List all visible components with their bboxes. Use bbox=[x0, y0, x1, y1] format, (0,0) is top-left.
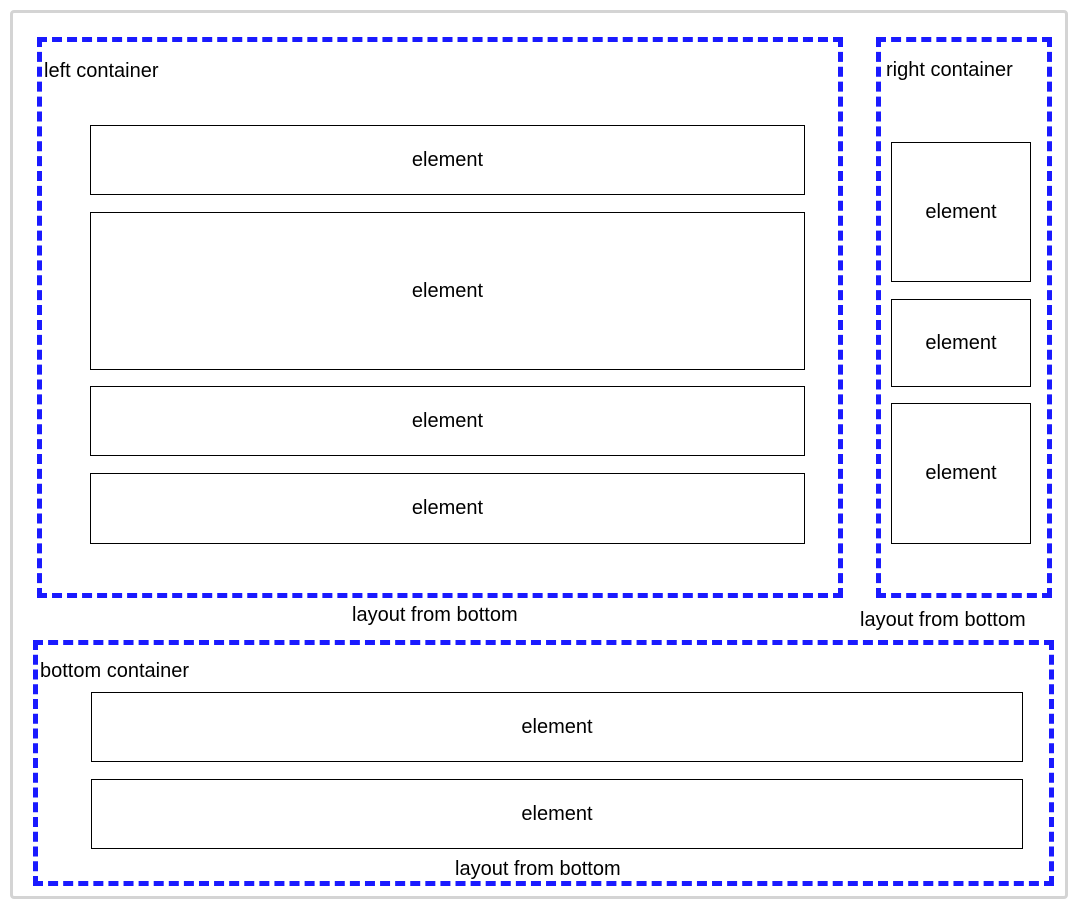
bottom-container bbox=[33, 640, 1054, 886]
left-container-layout-note: layout from bottom bbox=[352, 604, 518, 626]
bottom-element-2: element bbox=[91, 779, 1023, 849]
left-element-2: element bbox=[90, 212, 805, 370]
right-element-2: element bbox=[891, 299, 1031, 387]
element-label: element bbox=[925, 331, 997, 354]
right-container-label: right container bbox=[886, 59, 1013, 81]
left-container-label: left container bbox=[44, 60, 159, 82]
left-element-3: element bbox=[90, 386, 805, 456]
right-container bbox=[876, 37, 1052, 598]
right-container-layout-note: layout from bottom bbox=[860, 609, 1026, 631]
element-label: element bbox=[521, 715, 593, 738]
element-label: element bbox=[411, 497, 484, 519]
bottom-container-label: bottom container bbox=[40, 660, 189, 682]
bottom-container-layout-note: layout from bottom bbox=[455, 858, 621, 880]
right-element-1: element bbox=[891, 142, 1031, 282]
element-label: element bbox=[925, 200, 997, 223]
element-label: element bbox=[411, 279, 484, 302]
element-label: element bbox=[925, 462, 997, 484]
left-element-4: element bbox=[90, 473, 805, 544]
right-element-3: element bbox=[891, 403, 1031, 544]
element-label: element bbox=[521, 802, 593, 825]
element-label: element bbox=[411, 409, 484, 432]
bottom-element-1: element bbox=[91, 692, 1023, 762]
left-container bbox=[37, 37, 843, 598]
element-label: element bbox=[411, 148, 484, 171]
left-element-1: element bbox=[90, 125, 805, 195]
